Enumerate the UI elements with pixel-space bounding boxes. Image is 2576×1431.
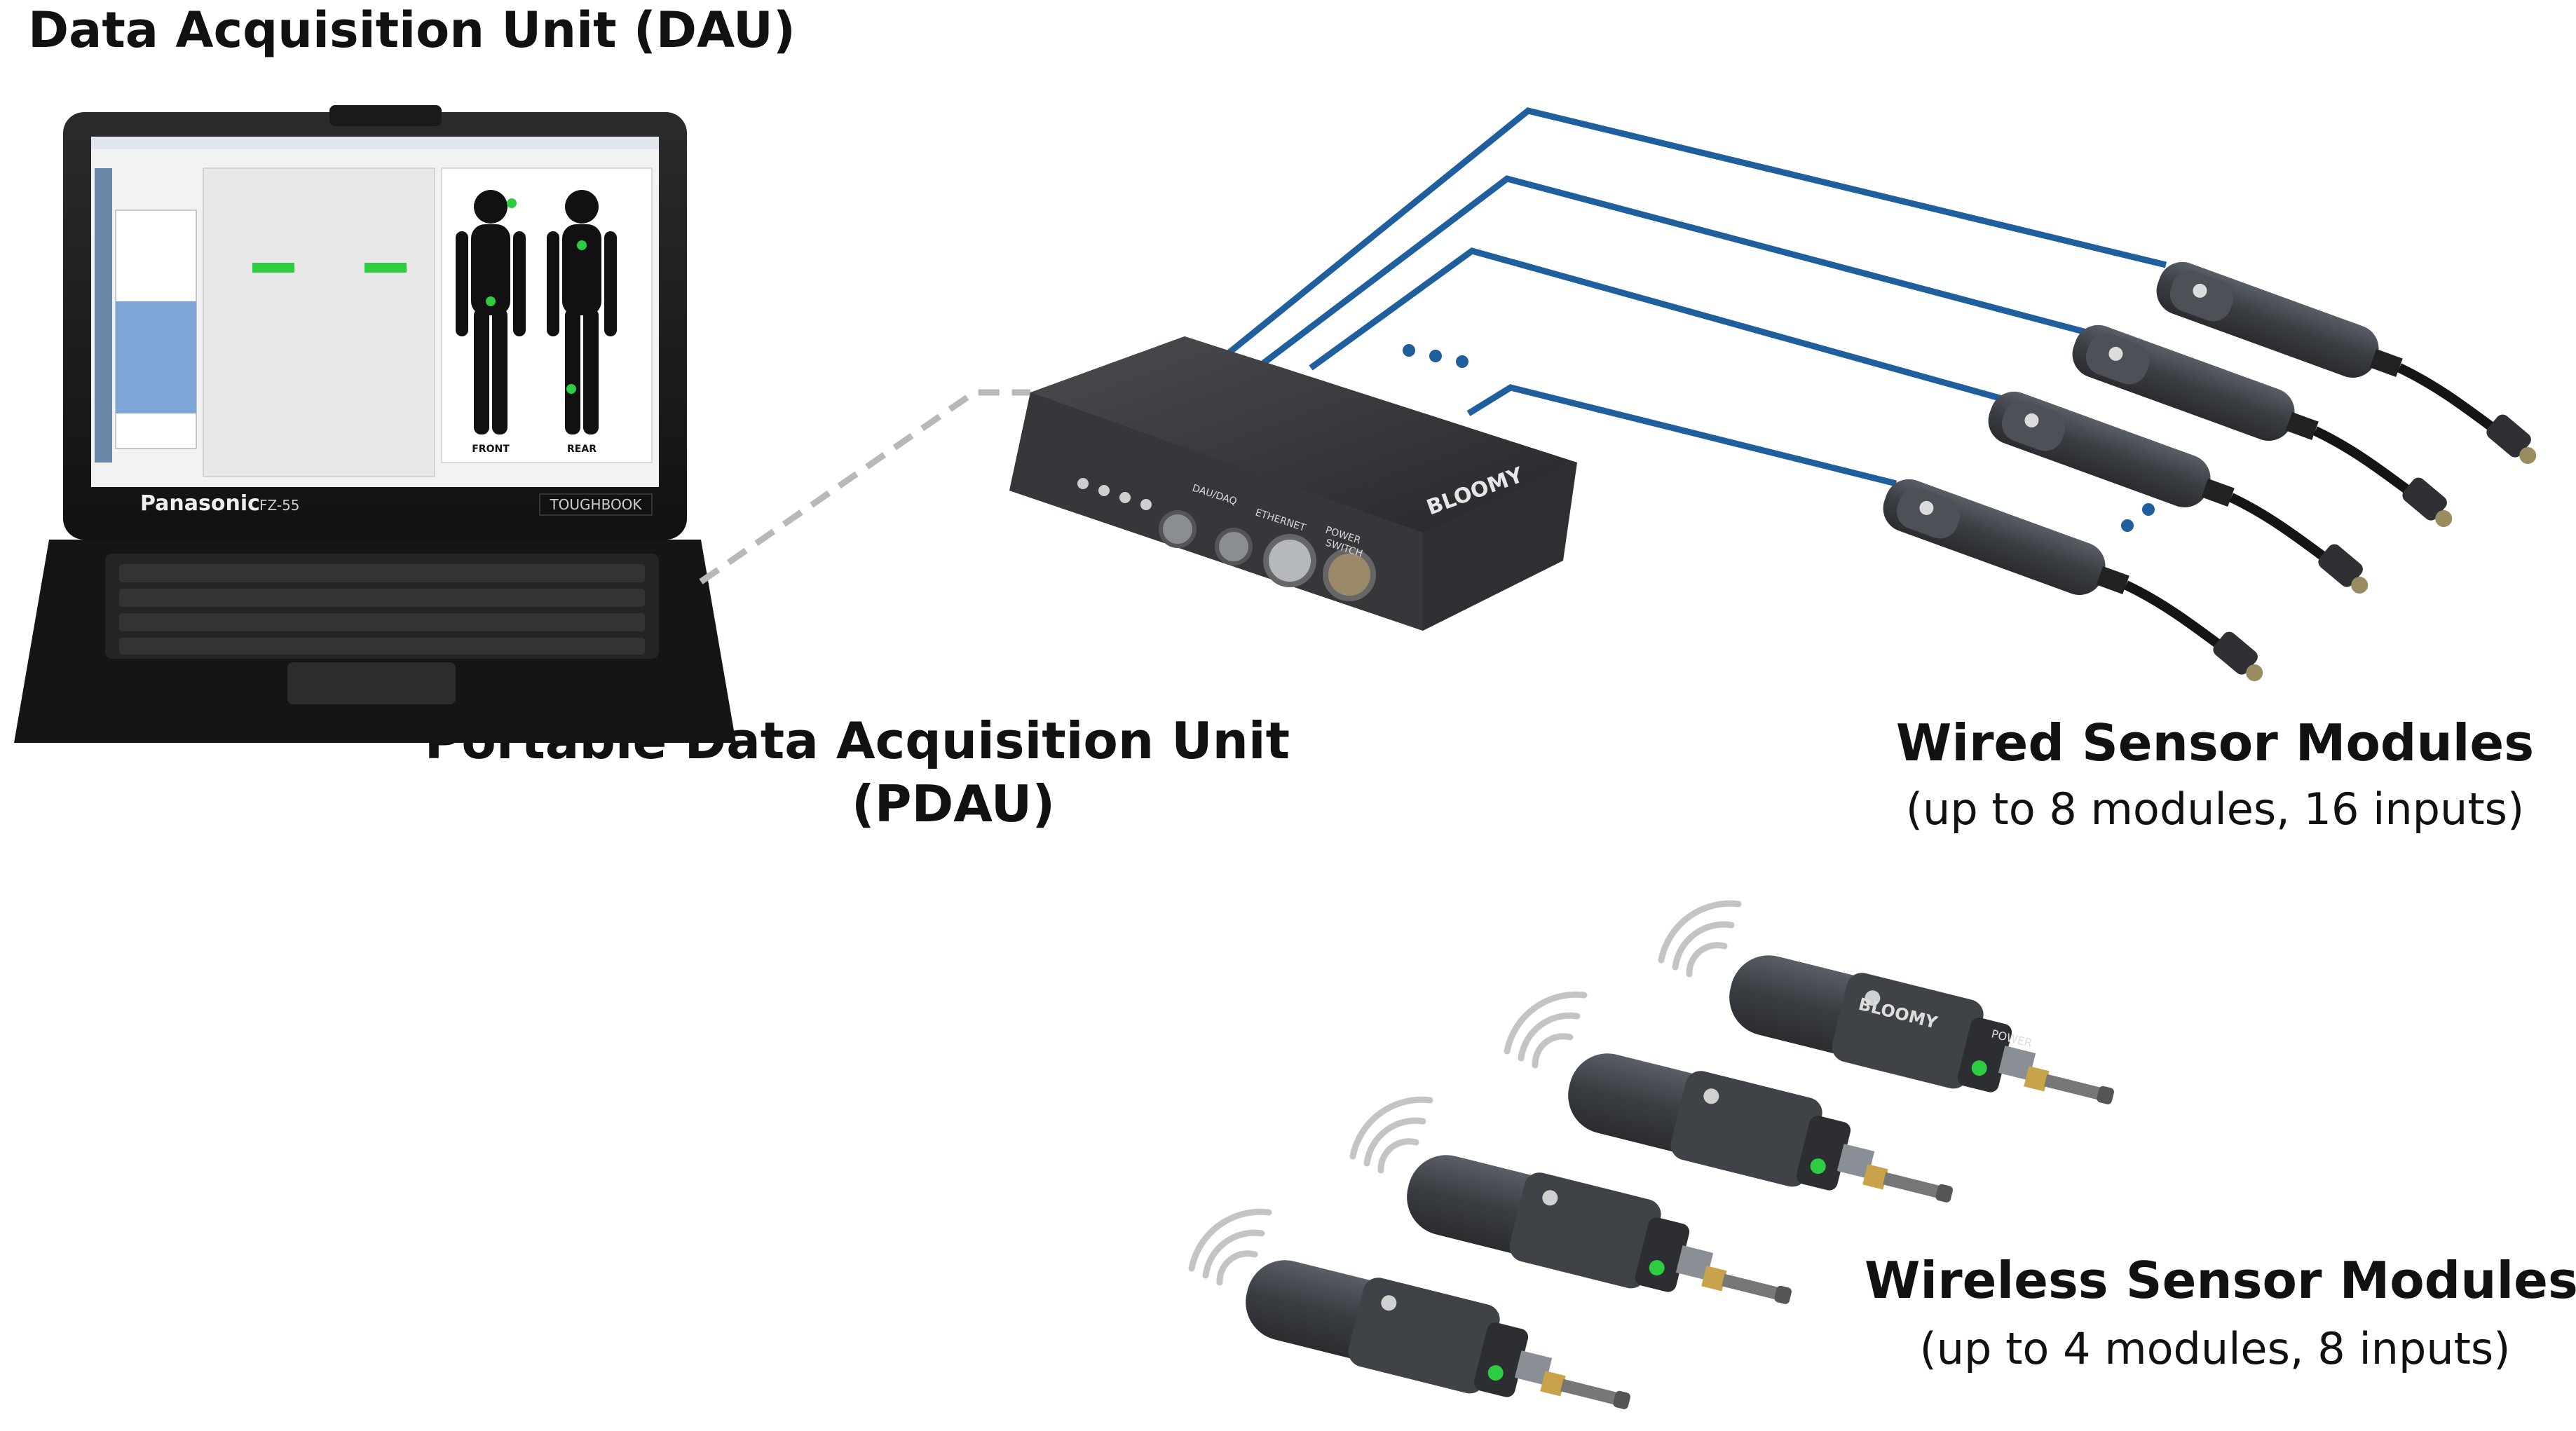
laptop-dau: FRONT REAR Panasonic FZ-55 TOUGHBOOK <box>14 105 736 743</box>
body-front-figure <box>456 190 526 434</box>
wired-modules-subtitle: (up to 8 modules, 16 inputs) <box>1905 783 2525 835</box>
body-rear-figure <box>547 190 617 434</box>
laptop-pdau-link <box>699 389 1030 584</box>
wireless-modules-title: Wireless Sensor Modules <box>1865 1251 2576 1310</box>
wireless-signal-icon <box>1192 1212 1269 1282</box>
laptop-series: TOUGHBOOK <box>549 496 642 513</box>
screen-front-label: FRONT <box>472 444 510 455</box>
pdau-device: BLOOMY ETHERNET DAU/DAQ POWER SWITCH <box>1009 336 1577 631</box>
wired-sensor-module-2 <box>2059 318 2474 529</box>
wireless-modules-subtitle: (up to 4 modules, 8 inputs) <box>1919 1323 2511 1374</box>
dau-title: Data Acquisition Unit (DAU) <box>28 1 796 59</box>
laptop-brand: Panasonic <box>140 491 260 516</box>
wireless-signal-icon <box>1661 903 1738 974</box>
wired-sensor-module-1 <box>2143 255 2558 466</box>
pdau-title-line2: (PDAU) <box>851 774 1056 833</box>
wired-cables <box>1221 107 2167 487</box>
laptop-model: FZ-55 <box>259 497 300 514</box>
screen-rear-label: REAR <box>567 444 597 455</box>
wireless-signal-icon <box>1353 1100 1430 1170</box>
cable-ellipsis-top <box>1403 344 1468 368</box>
wireless-signal-icon <box>1507 994 1584 1065</box>
wired-modules-title: Wired Sensor Modules <box>1895 713 2535 772</box>
